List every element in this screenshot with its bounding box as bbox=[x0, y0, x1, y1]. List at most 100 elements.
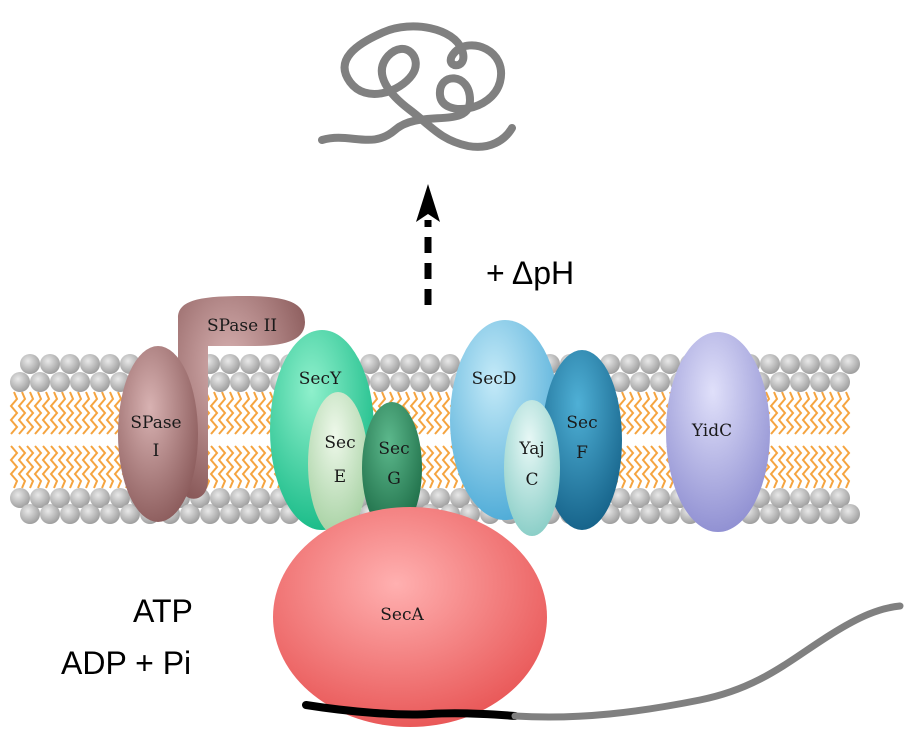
lipid-tail bbox=[641, 445, 651, 489]
lipid-tail bbox=[225, 391, 235, 435]
lipid-tail bbox=[417, 391, 427, 435]
lipid-tail bbox=[817, 391, 827, 435]
lipid-head bbox=[610, 372, 630, 392]
lipid-tail bbox=[257, 445, 267, 489]
lipid-tail bbox=[825, 445, 835, 489]
spase-i-label-line2: I bbox=[153, 441, 160, 461]
lipid-tail bbox=[441, 391, 451, 435]
lipid-tail bbox=[833, 391, 843, 435]
lipid-tail bbox=[649, 391, 659, 435]
lipid-head bbox=[780, 504, 800, 524]
lipid-head bbox=[100, 354, 120, 374]
lipid-tail bbox=[105, 391, 115, 435]
lipid-tail bbox=[201, 391, 211, 435]
lipid-head bbox=[90, 372, 110, 392]
yidc-label: YidC bbox=[691, 421, 732, 441]
lipid-tail bbox=[209, 391, 219, 435]
lipid-tail bbox=[209, 445, 219, 489]
lipid-head bbox=[30, 488, 50, 508]
lipid-head bbox=[660, 504, 680, 524]
lipid-head bbox=[260, 504, 280, 524]
lipid-head bbox=[220, 504, 240, 524]
yajc-label-line2: C bbox=[525, 470, 538, 490]
lipid-head bbox=[620, 354, 640, 374]
lipid-tail bbox=[809, 445, 819, 489]
lipid-tail bbox=[41, 445, 51, 489]
sece-shape bbox=[308, 392, 368, 536]
lipid-tail bbox=[97, 391, 107, 435]
lipid-tail bbox=[33, 391, 43, 435]
lipid-tail bbox=[57, 445, 67, 489]
lipid-head bbox=[760, 354, 780, 374]
lipid-tail bbox=[25, 445, 35, 489]
secf-label-line1: Sec bbox=[566, 413, 597, 433]
secf-shape bbox=[542, 350, 622, 530]
spase-i-label-line1: SPase bbox=[130, 413, 181, 433]
lipid-tail bbox=[225, 445, 235, 489]
lipid-head bbox=[830, 372, 850, 392]
lipid-tail bbox=[825, 391, 835, 435]
lipid-head bbox=[10, 372, 30, 392]
lipid-tail bbox=[633, 391, 643, 435]
yajc-shape bbox=[504, 400, 560, 536]
lipid-heads-upper bbox=[10, 354, 860, 392]
lipid-head bbox=[390, 372, 410, 392]
lipid-tail bbox=[65, 391, 75, 435]
spase-complex: SPase II SPase I bbox=[118, 296, 305, 522]
lipid-tail bbox=[89, 445, 99, 489]
lipid-head bbox=[410, 372, 430, 392]
lipid-tail bbox=[617, 445, 627, 489]
lipid-head bbox=[40, 504, 60, 524]
lipid-tail bbox=[249, 391, 259, 435]
lipid-head bbox=[660, 354, 680, 374]
yidc-shape bbox=[666, 332, 770, 532]
lipid-head bbox=[200, 504, 220, 524]
lipid-tail bbox=[233, 445, 243, 489]
lipid-head bbox=[610, 488, 630, 508]
lipid-head bbox=[830, 488, 850, 508]
secdf-yajc-complex: SecD Yaj C Sec F bbox=[450, 320, 622, 536]
seca-complex: SecA bbox=[273, 507, 904, 727]
lipid-head bbox=[230, 372, 250, 392]
lipid-head bbox=[760, 504, 780, 524]
lipid-tail bbox=[33, 445, 43, 489]
sece-label-line1: Sec bbox=[324, 433, 355, 453]
lipid-head bbox=[250, 488, 270, 508]
lipid-head bbox=[430, 488, 450, 508]
lipid-head bbox=[790, 372, 810, 392]
lipid-head bbox=[90, 488, 110, 508]
lipid-head bbox=[210, 488, 230, 508]
lipid-head bbox=[210, 372, 230, 392]
lipid-tail bbox=[417, 445, 427, 489]
delta-ph-label: + ΔpH bbox=[486, 255, 574, 291]
spase-i-shape bbox=[118, 346, 198, 522]
export-arrow bbox=[416, 184, 440, 305]
lipid-tail bbox=[817, 445, 827, 489]
lipid-head bbox=[630, 488, 650, 508]
yajc-label-line1: Yaj bbox=[518, 439, 544, 459]
sece-label-line2: E bbox=[334, 467, 346, 487]
lipid-head bbox=[180, 504, 200, 524]
yidc-protein: YidC bbox=[666, 332, 770, 532]
lipid-tail bbox=[249, 445, 259, 489]
lipid-tail bbox=[73, 445, 83, 489]
lipid-head bbox=[400, 354, 420, 374]
lipid-head bbox=[30, 372, 50, 392]
lipid-tail bbox=[425, 391, 435, 435]
lipid-head bbox=[640, 504, 660, 524]
lipid-tail bbox=[49, 391, 59, 435]
secf-label-line2: F bbox=[576, 443, 588, 463]
lipid-tail bbox=[785, 391, 795, 435]
lipid-head bbox=[770, 372, 790, 392]
lipid-tail bbox=[97, 445, 107, 489]
lipid-tail bbox=[617, 391, 627, 435]
lipid-head bbox=[50, 372, 70, 392]
lipid-tail bbox=[105, 445, 115, 489]
lipid-tail bbox=[841, 391, 851, 435]
lipid-head bbox=[230, 488, 250, 508]
lipid-head bbox=[110, 488, 130, 508]
secy-label: SecY bbox=[299, 369, 342, 389]
lipid-head bbox=[770, 488, 790, 508]
secg-label-line1: Sec bbox=[378, 439, 409, 459]
lipid-tail bbox=[657, 391, 667, 435]
